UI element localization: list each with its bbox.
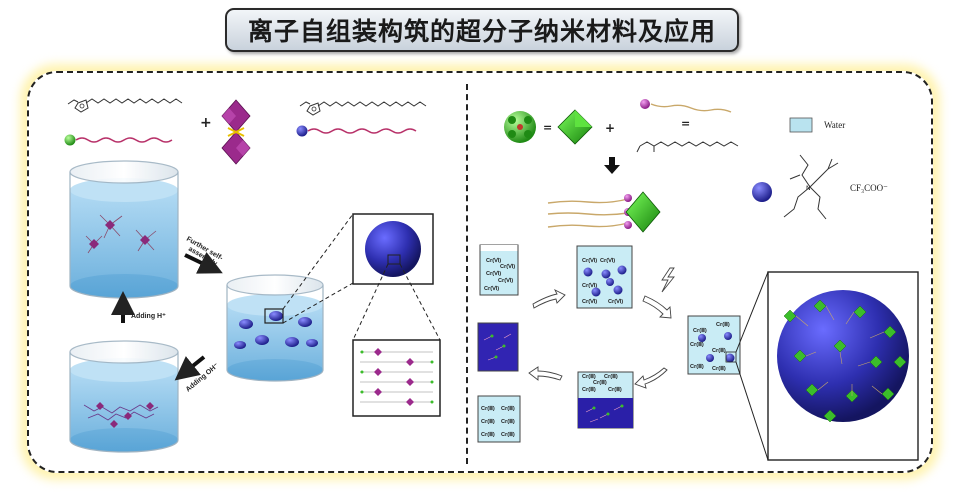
beaker-cr6-with-spheres: Cr(Ⅵ) Cr(Ⅵ) Cr(Ⅵ) Cr(Ⅵ) Cr(Ⅵ) (576, 245, 633, 309)
cr6-label: Cr(Ⅵ) (582, 257, 597, 264)
cr3-label: Cr(Ⅲ) (501, 431, 515, 438)
arrow-further-assembly (184, 251, 223, 274)
cr3-label: Cr(Ⅲ) (582, 386, 596, 393)
cr6-label: Cr(Ⅵ) (582, 282, 597, 289)
cycle-arrow-1 (532, 288, 566, 309)
counter-ion-structure: N CF₃COO⁻ (752, 154, 888, 220)
cr3-label: Cr(Ⅲ) (712, 347, 726, 354)
cr3-label: Cr(Ⅲ) (716, 321, 730, 328)
equals-sign-2: = (681, 117, 690, 130)
cr3-label: Cr(Ⅲ) (481, 418, 495, 425)
beaker-dark-surfactant (477, 322, 519, 372)
surfactant-molecule-structure-right (299, 101, 427, 116)
cycle-arrow-4 (528, 366, 563, 381)
beaker-assembly-bottom (69, 340, 179, 453)
beaker-cr3-with-spheres: Cr(Ⅲ) Cr(Ⅲ) Cr(Ⅲ) Cr(Ⅲ) Cr(Ⅲ) Cr(Ⅲ) (687, 315, 741, 375)
cr6-label: Cr(Ⅵ) (484, 285, 499, 292)
cr6-label: Cr(Ⅵ) (486, 257, 501, 264)
cycle-arrow-2 (642, 295, 672, 319)
lightning-icon (661, 267, 675, 293)
page-title: 离子自组装构筑的超分子纳米材料及应用 (247, 17, 716, 46)
cr3-label: Cr(Ⅲ) (690, 341, 704, 348)
cr3-label: Cr(Ⅲ) (481, 405, 495, 412)
polyoxometalate-cluster-icon (221, 99, 251, 165)
arrow-adding-oh (174, 355, 206, 381)
cr3-label: Cr(Ⅲ) (582, 373, 596, 380)
zoom-box-small (264, 308, 284, 324)
cr3-label: Cr(Ⅲ) (693, 327, 707, 334)
title-box: 离子自组装构筑的超分子纳米材料及应用 (225, 8, 739, 52)
water-legend: Water (789, 117, 845, 133)
cr3-label: Cr(Ⅲ) (690, 363, 704, 370)
zoom-sphere-right (735, 271, 919, 461)
cr6-label: Cr(Ⅵ) (486, 270, 501, 277)
surfactant-octahedron-complex (547, 191, 661, 233)
beaker-cr6-initial: Cr(Ⅵ) Cr(Ⅵ) Cr(Ⅵ) Cr(Ⅵ) Cr(Ⅵ) (479, 244, 519, 296)
beaker-nanospheres (226, 274, 324, 382)
beaker-cr3-final: Cr(Ⅲ) Cr(Ⅲ) Cr(Ⅲ) Cr(Ⅲ) Cr(Ⅲ) Cr(Ⅲ) (477, 395, 521, 443)
surfactant-molecule-structure-left (67, 98, 183, 113)
cr3-label: Cr(Ⅲ) (604, 373, 618, 380)
cr6-label: Cr(Ⅵ) (582, 298, 597, 305)
cr6-label: Cr(Ⅵ) (608, 298, 623, 305)
counter-ion-label: CF₃COO⁻ (850, 183, 888, 193)
cr6-label: Cr(Ⅵ) (500, 263, 515, 270)
magenta-surfactant-icon (640, 99, 732, 113)
svg-text:N: N (806, 185, 811, 192)
adding-h-label: Adding H⁺ (131, 313, 166, 320)
green-octahedron-icon (557, 109, 593, 145)
equals-sign-1: = (543, 121, 552, 134)
down-arrow-right (604, 157, 620, 174)
zoom-bilayer-inset (352, 263, 441, 417)
plus-sign-right: + (605, 121, 615, 135)
beaker-assembly-top (69, 160, 179, 299)
cr6-label: Cr(Ⅵ) (498, 277, 513, 284)
cr3-label: Cr(Ⅲ) (501, 405, 515, 412)
cr3-label: Cr(Ⅲ) (481, 431, 495, 438)
blue-headed-surfactant-icon (296, 125, 417, 137)
cr3-label: Cr(Ⅲ) (501, 418, 515, 425)
cr6-label: Cr(Ⅵ) (600, 257, 615, 264)
cycle-arrow-3 (634, 367, 668, 389)
green-headed-surfactant-icon (64, 134, 173, 146)
beaker-cr3-dark: Cr(Ⅲ) Cr(Ⅲ) Cr(Ⅲ) Cr(Ⅲ) Cr(Ⅲ) (577, 371, 634, 429)
cr3-label: Cr(Ⅲ) (712, 365, 726, 372)
cr3-label: Cr(Ⅲ) (608, 386, 622, 393)
surfactant-structure-right (636, 141, 739, 153)
panel-divider (466, 84, 468, 464)
zoom-sphere-inset (282, 213, 434, 324)
water-legend-label: Water (824, 120, 845, 130)
plus-sign-left: + (200, 115, 212, 131)
green-cluster-icon (504, 111, 536, 143)
cr3-label: Cr(Ⅲ) (593, 379, 607, 386)
cycle-arrows (528, 288, 672, 389)
